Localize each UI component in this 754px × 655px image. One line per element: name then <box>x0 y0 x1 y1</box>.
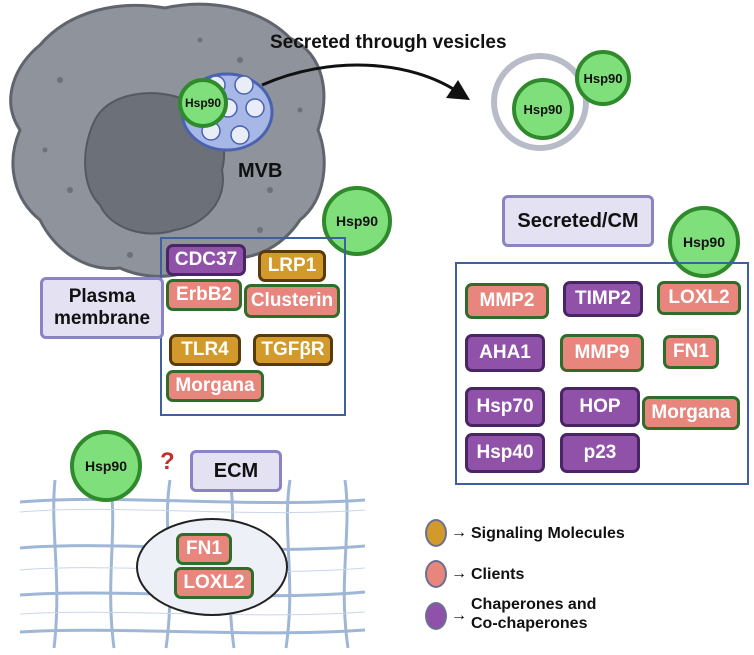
cm-item-loxl2: LOXL2 <box>657 281 741 315</box>
mvb-label: MVB <box>238 160 283 182</box>
hsp90-vesicle-front: Hsp90 <box>512 78 574 140</box>
hsp90-ecm: Hsp90 <box>70 430 142 502</box>
secreted-cm-label: Secreted/CM <box>502 195 654 247</box>
legend-arrow-chaperones: → <box>451 607 467 624</box>
pm-item-cdc37: CDC37 <box>166 244 246 276</box>
pm-item-erbb2: ErbB2 <box>166 279 242 311</box>
pm-item-clusterin: Clusterin <box>244 284 340 318</box>
cm-item-p23: p23 <box>560 433 640 473</box>
vesicle-secretion-title: Secreted through vesicles <box>270 32 507 53</box>
legend-label-chaperones: Chaperones and Co-chaperones <box>471 596 597 632</box>
legend-swatch-chaperones <box>425 602 447 630</box>
legend-swatch-clients <box>425 560 447 588</box>
cm-item-hsp40: Hsp40 <box>465 433 545 473</box>
hsp90-vesicle-back: Hsp90 <box>575 50 631 106</box>
pm-item-morgana: Morgana <box>166 370 264 402</box>
cm-item-hsp70: Hsp70 <box>465 387 545 427</box>
hsp90-secreted: Hsp90 <box>668 206 740 278</box>
hsp90-plasma-membrane: Hsp90 <box>322 186 392 256</box>
legend-label-clients: Clients <box>471 566 525 583</box>
cm-item-morgana: Morgana <box>642 396 740 430</box>
secretion-arrowhead <box>446 80 470 100</box>
ecm-item-loxl2: LOXL2 <box>174 567 254 599</box>
pm-item-tlr4: TLR4 <box>169 334 241 366</box>
cm-item-mmp9: MMP9 <box>560 334 644 372</box>
legend-arrow-signaling: → <box>451 524 467 541</box>
cm-item-hop: HOP <box>560 387 640 427</box>
ecm-item-fn1: FN1 <box>176 533 232 565</box>
cm-item-fn1: FN1 <box>663 335 719 369</box>
pm-item-lrp1: LRP1 <box>258 250 326 282</box>
cm-item-timp2: TIMP2 <box>563 281 643 317</box>
legend: → Signaling Molecules → Clients → Chaper… <box>425 513 745 643</box>
secretion-arrow <box>261 63 459 94</box>
legend-label-signaling: Signaling Molecules <box>471 525 625 542</box>
plasma-membrane-label: Plasma membrane <box>40 277 164 339</box>
secreted-cm-frame <box>455 262 749 485</box>
ecm-label: ECM <box>190 450 282 492</box>
cm-item-mmp2: MMP2 <box>465 283 549 319</box>
legend-swatch-signaling <box>425 519 447 547</box>
hsp90-mvb: Hsp90 <box>178 78 228 128</box>
cm-item-aha1: AHA1 <box>465 334 545 372</box>
ecm-question-mark: ? <box>160 448 175 475</box>
cell-speckles <box>42 37 303 258</box>
pm-item-tgfbr: TGFβR <box>253 334 333 366</box>
legend-arrow-clients: → <box>451 565 467 582</box>
